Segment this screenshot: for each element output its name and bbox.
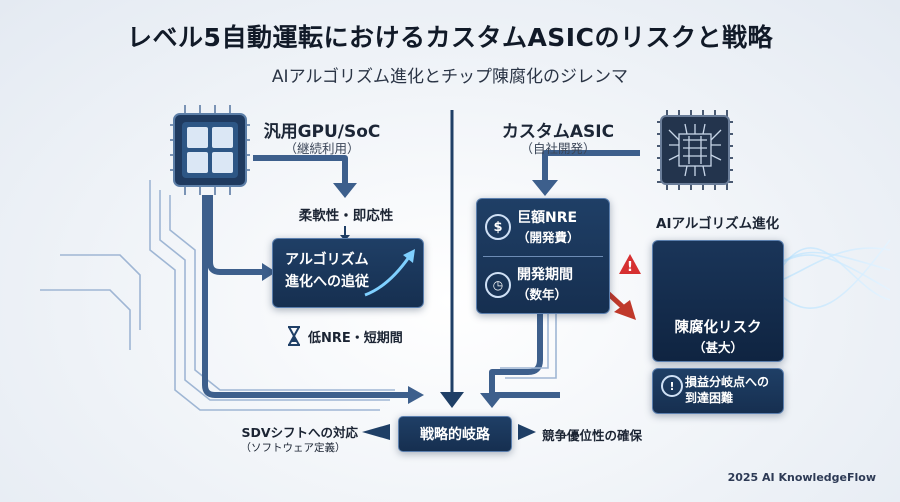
risk-arrowhead <box>614 300 636 320</box>
left-header: 汎用GPU/SoC <box>263 122 381 142</box>
flex-label: 柔軟性・即応性 <box>298 208 394 224</box>
left-circuit-lines <box>40 180 395 411</box>
low-nre-label: 低NRE・短期間 <box>308 331 403 346</box>
period-label: 開発期間 <box>517 267 573 283</box>
right-header-sub: （自社開発） <box>520 141 596 156</box>
cost-period-box: $ 巨額NRE （開発費） ◷ 開発期間 （数年） <box>476 198 610 314</box>
generic-chip-icon <box>170 105 250 195</box>
arrow-to-center-right <box>480 393 504 408</box>
right-circuit-lines <box>500 312 557 379</box>
ai-evolution-label: AIアルゴリズム進化 <box>656 216 780 232</box>
algorithm-follow-box: アルゴリズム 進化への追従 <box>272 238 424 308</box>
hourglass-icon <box>288 326 300 346</box>
svg-text:!: ! <box>627 260 633 275</box>
asic-chip-icon <box>657 110 733 190</box>
right-main-paths <box>489 150 640 398</box>
warning-icon: ! <box>619 254 641 275</box>
obsolete-label: 陳腐化リスク <box>674 320 762 336</box>
breakeven-box: ! 損益分岐点への 到達困難 <box>652 368 784 414</box>
strategic-crossroads-label: 戦略的岐路 <box>420 427 490 443</box>
page-subtitle: AIアルゴリズム進化とチップ陳腐化のジレンマ <box>271 67 629 87</box>
dollar-icon: $ <box>485 214 511 240</box>
footer-credit: 2025 AI KnowledgeFlow <box>727 471 876 484</box>
exclamation-icon: ! <box>661 375 683 397</box>
clock-icon: ◷ <box>485 272 511 298</box>
nre-sub: （開発費） <box>517 230 580 245</box>
bottom-left-arrow <box>362 424 390 440</box>
obsolete-sub: （甚大） <box>692 340 743 355</box>
arrow-to-algo-box <box>262 263 276 281</box>
arrow-to-center-left <box>408 386 424 404</box>
competitive-label: 競争優位性の確保 <box>542 428 643 443</box>
sdv-label: SDVシフトへの対応 <box>241 425 358 440</box>
bottom-right-arrow <box>518 424 536 440</box>
nre-label: 巨額NRE <box>517 210 578 226</box>
strategic-crossroads-box: 戦略的岐路 <box>398 416 512 452</box>
sdv-sub: （ソフトウェア定義） <box>240 442 346 454</box>
left-main-paths <box>202 155 410 398</box>
right-header: カスタムASIC <box>501 122 615 142</box>
algorithm-follow-label: アルゴリズム 進化への追従 <box>285 252 369 290</box>
center-arrowhead <box>440 392 464 408</box>
obsolete-risk-box: 陳腐化リスク （甚大） <box>652 240 784 362</box>
breakeven-label: 損益分岐点への 到達困難 <box>685 375 770 405</box>
arrow-to-nre-box <box>532 180 558 196</box>
period-sub: （数年） <box>517 287 568 302</box>
left-header-sub: （継続利用） <box>284 141 360 156</box>
growth-arrow-icon <box>364 249 415 297</box>
box-divider <box>483 256 603 257</box>
page-title: レベル5自動運転におけるカスタムASICのリスクと戦略 <box>127 23 773 52</box>
arrow-to-flex <box>333 183 357 198</box>
